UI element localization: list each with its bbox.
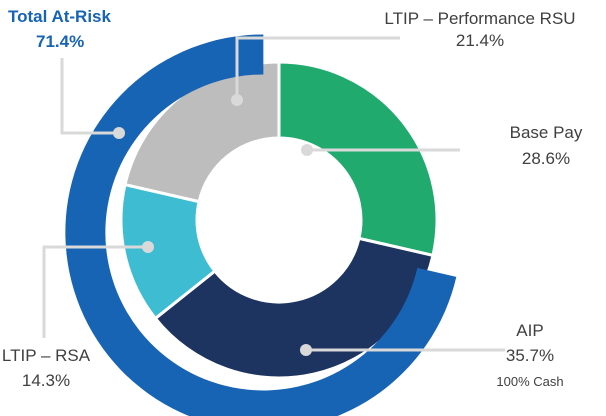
label-base-pay-name: Base Pay [510, 123, 583, 142]
leader-dot-ltip-performance [231, 94, 243, 106]
label-total-at-risk-name: Total At-Risk [8, 7, 111, 26]
leader-dot-base-pay [301, 144, 313, 156]
donut-rings [65, 34, 457, 416]
leader-line-ltip-performance [235, 36, 400, 100]
label-ltip-rsa-value: 14.3% [22, 371, 70, 390]
leader-dots [113, 94, 313, 356]
label-aip-name: AIP [516, 321, 543, 340]
leader-dot-aip [300, 344, 312, 356]
leader-line-ltip-rsa [42, 245, 148, 338]
label-ltip-performance-name: LTIP – Performance RSU [384, 9, 575, 28]
leader-dot-ltip-rsa [142, 241, 154, 253]
label-base-pay-value: 28.6% [522, 149, 570, 168]
leader-lines [42, 36, 505, 352]
label-aip-note: 100% Cash [496, 374, 563, 389]
leader-dot-total-at-risk [113, 127, 125, 139]
label-ltip-performance-value: 21.4% [456, 31, 504, 50]
label-aip-value: 35.7% [506, 346, 554, 365]
label-total-at-risk-value: 71.4% [36, 32, 84, 51]
leader-line-total-at-risk [60, 58, 119, 135]
label-ltip-rsa-name: LTIP – RSA [2, 346, 91, 365]
slice-base-pay [277, 60, 439, 258]
